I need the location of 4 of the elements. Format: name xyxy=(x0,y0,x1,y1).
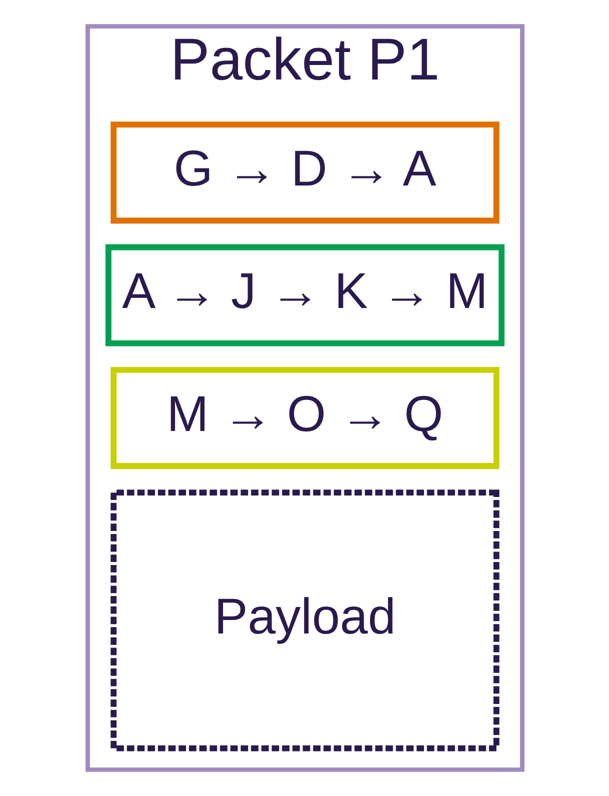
node-box: A → J → K → M xyxy=(104,244,504,346)
node-box: Payload xyxy=(110,490,499,752)
node-box: M → O → Q xyxy=(110,366,499,469)
node-box: G → D → A xyxy=(110,122,499,224)
